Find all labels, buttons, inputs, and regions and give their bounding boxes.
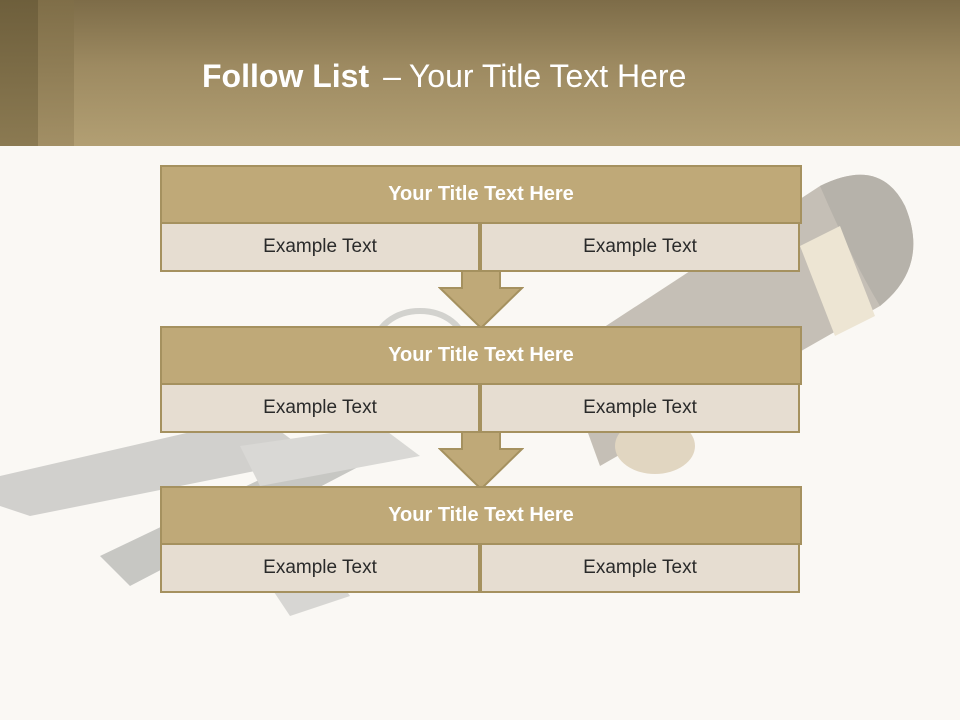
title-rest: Your Title Text Here xyxy=(408,58,687,94)
block-right-text: Example Text xyxy=(480,222,800,272)
header-banner xyxy=(0,0,960,146)
down-arrow-icon xyxy=(438,431,524,491)
title-dash: – xyxy=(383,58,401,94)
block-title: Your Title Text Here xyxy=(160,165,802,224)
down-arrow-icon xyxy=(438,270,524,330)
block-title: Your Title Text Here xyxy=(160,326,802,385)
header-stripe-light xyxy=(38,0,74,146)
header-stripe-dark xyxy=(0,0,38,146)
block-left-text: Example Text xyxy=(160,222,480,272)
block-left-text: Example Text xyxy=(160,543,480,593)
slide-title: Follow List–Your Title Text Here xyxy=(202,52,686,100)
block-title: Your Title Text Here xyxy=(160,486,802,545)
block-right-text: Example Text xyxy=(480,383,800,433)
title-bold: Follow List xyxy=(202,58,370,94)
block-left-text: Example Text xyxy=(160,383,480,433)
block-right-text: Example Text xyxy=(480,543,800,593)
